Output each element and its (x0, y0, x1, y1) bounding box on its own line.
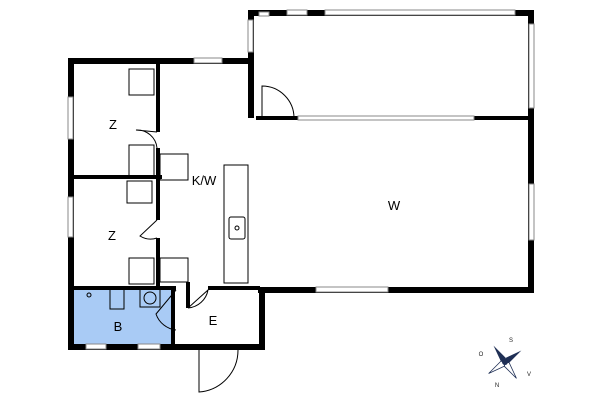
compass-label-v: V (527, 372, 531, 378)
room-label-bedroom-upper: Z (109, 117, 117, 132)
furniture (86, 68, 249, 310)
room-label-entrance: E (209, 313, 218, 328)
bathroom-area (74, 290, 171, 344)
compass-label-n: N (495, 383, 499, 389)
compass-label-o: O (479, 352, 484, 358)
doors (135, 85, 295, 393)
compass-rose: S O V N (479, 338, 531, 389)
room-label-bedroom-lower: Z (108, 228, 116, 243)
windows (67, 9, 535, 350)
room-label-kitchen-living: K/W (192, 173, 217, 188)
compass-label-s: S (509, 338, 513, 344)
room-label-living: W (388, 198, 401, 213)
room-label-bathroom: B (114, 319, 123, 334)
